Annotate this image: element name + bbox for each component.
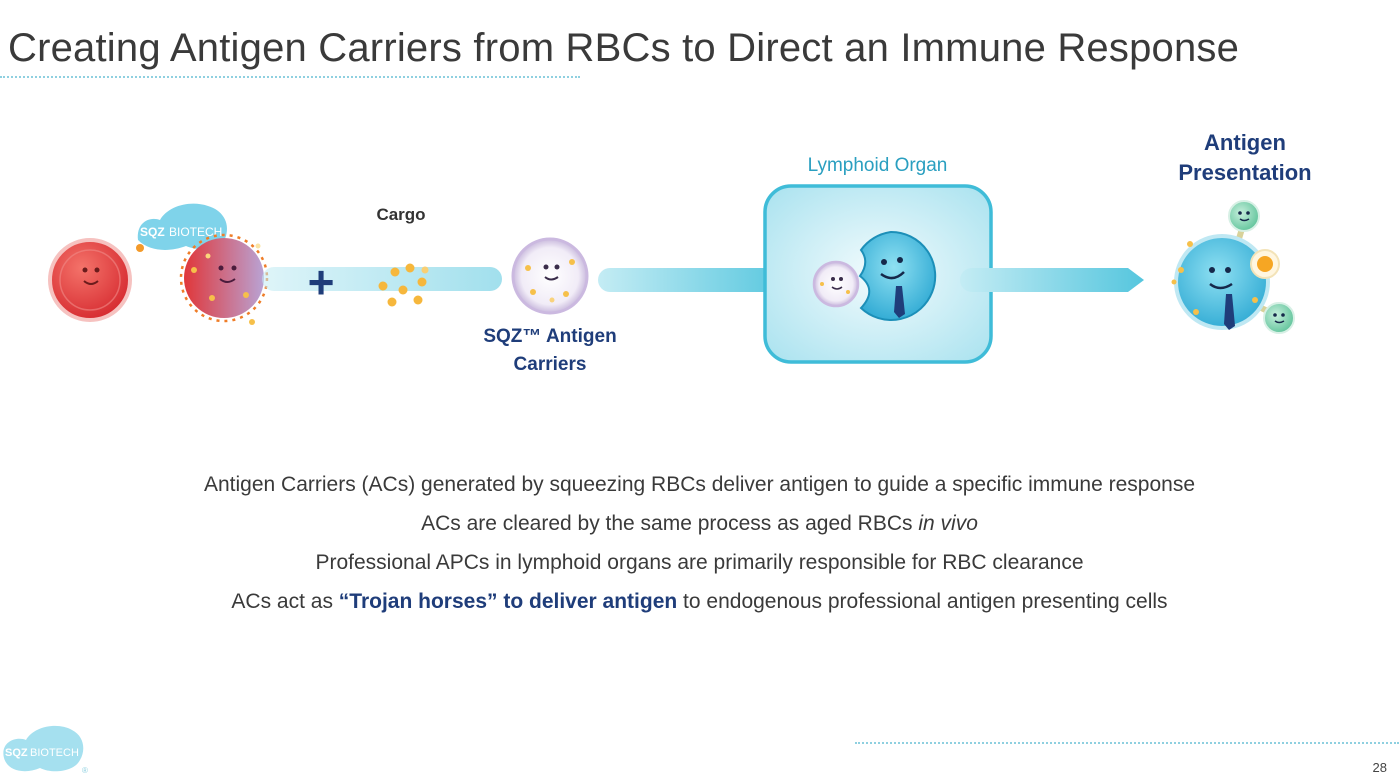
- summary-line-3: Professional APCs in lymphoid organs are…: [315, 551, 1084, 574]
- lymphoid-organ-label: Lymphoid Organ: [807, 155, 948, 176]
- antigen-carrier-label: SQZ™ Antigen Carriers: [465, 323, 635, 379]
- badge-text-bold: SQZ: [140, 225, 165, 239]
- cargo-particles: [378, 263, 429, 307]
- antigen-presentation-label-line1: Antigen: [1204, 130, 1286, 155]
- lymphoid-organ-box: [763, 184, 993, 364]
- antigen-presentation-label: Antigen Presentation: [1160, 128, 1330, 188]
- process-diagram: SQZ BIOTECH +: [48, 184, 1295, 364]
- plus-sign: +: [308, 256, 335, 308]
- summary-line-2-text: ACs are cleared by the same process as a…: [421, 512, 919, 535]
- flow-arrow-1: [262, 267, 502, 291]
- summary-line-2-italic: in vivo: [918, 512, 978, 535]
- antigen-presentation-label-line2: Presentation: [1178, 160, 1312, 185]
- logo-text-bold: SQZ: [5, 747, 28, 759]
- sqz-biotech-badge: SQZ BIOTECH: [136, 203, 228, 252]
- summary-line-1: Antigen Carriers (ACs) generated by sque…: [203, 473, 1195, 496]
- logo-text-light: BIOTECH: [30, 747, 79, 759]
- cargo-label: Cargo: [376, 205, 426, 224]
- flow-arrow-2: [598, 268, 794, 292]
- red-blood-cell: [48, 238, 132, 322]
- antigen-carrier-label-line1: SQZ™ Antigen: [483, 326, 617, 347]
- slide-title: Creating Antigen Carriers from RBCs to D…: [8, 26, 1240, 70]
- footer-dotted-rule: [855, 742, 1399, 744]
- summary-line-4: ACs act as “Trojan horses” to deliver an…: [0, 582, 1399, 621]
- summary-text: Antigen Carriers (ACs) generated by sque…: [0, 465, 1399, 621]
- summary-line-4-emphasis: “Trojan horses” to deliver antigen: [338, 590, 678, 613]
- title-dotted-rule: [0, 76, 580, 78]
- sqz-biotech-logo: SQZ BIOTECH ®: [3, 725, 88, 775]
- registered-mark: ®: [82, 766, 88, 775]
- summary-line-4-start: ACs act as: [231, 590, 339, 613]
- antigen-carrier-cell: [511, 237, 589, 315]
- flow-arrow-3: [960, 268, 1144, 292]
- antigen-carrier-label-line2: Carriers: [513, 354, 587, 375]
- antigen-presenting-cell: [1171, 200, 1295, 334]
- squeezed-red-blood-cell: [179, 233, 269, 325]
- badge-text-light: BIOTECH: [169, 225, 222, 239]
- page-number: 28: [1372, 760, 1387, 775]
- summary-line-2: ACs are cleared by the same process as a…: [0, 504, 1399, 543]
- summary-line-4-end: to endogenous professional antigen prese…: [677, 590, 1168, 613]
